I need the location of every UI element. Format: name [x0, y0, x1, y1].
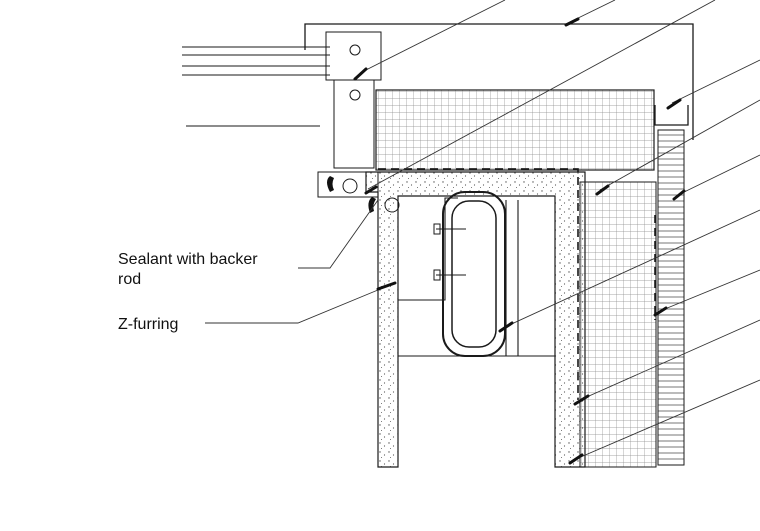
z-furring-label: Z-furring [118, 316, 179, 333]
sealant-label-line1: Sealant with backer [118, 251, 258, 268]
leader-lines [205, 0, 760, 460]
head-plate [365, 171, 586, 468]
leader-ticks [353, 17, 686, 465]
cladding-panel [657, 129, 685, 466]
sealant-beads [327, 176, 376, 213]
sealant-label-line2: rod [118, 271, 142, 288]
anchor-bolts [433, 223, 466, 281]
z-furring-member [398, 197, 555, 357]
sealant-label: Sealant with backer rod [118, 250, 258, 290]
rigid-insulation-right [579, 181, 657, 468]
rigid-insulation-top [375, 89, 655, 171]
steel-tube [442, 191, 506, 357]
air-vapour-barrier [378, 168, 656, 400]
roof-flashing [304, 23, 694, 140]
